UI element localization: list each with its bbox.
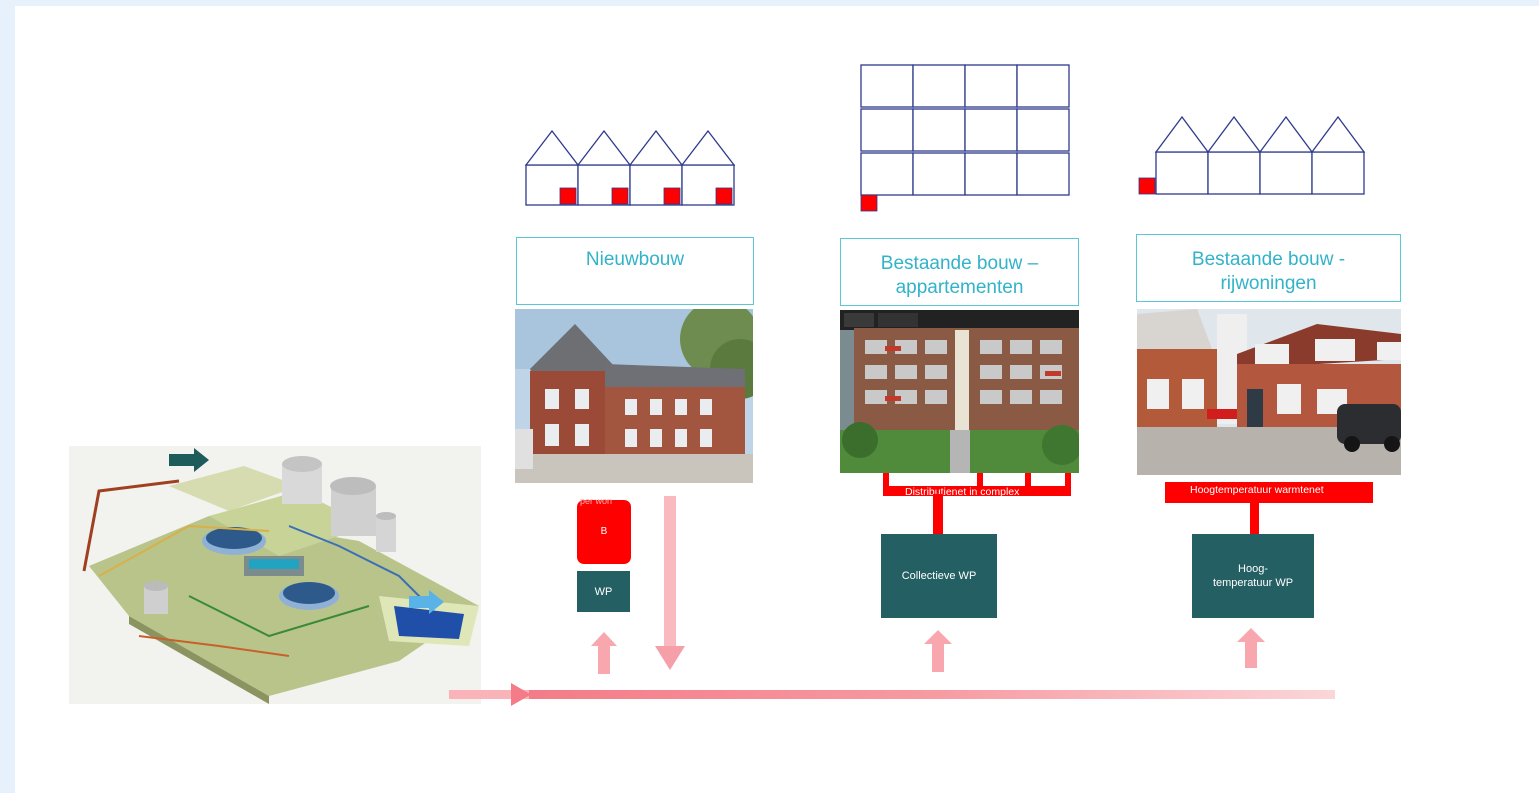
slide: Nieuwbouw per won B WP <box>15 6 1539 793</box>
arrow-up-appartementen <box>924 630 952 672</box>
distribution-riser-2 <box>977 473 983 491</box>
label-rijwoningen: Bestaande bouw - rijwoningen <box>1136 234 1401 302</box>
heatpump-individual: WP <box>577 571 630 612</box>
apartment-block <box>860 64 1070 212</box>
distribution-stem <box>933 494 943 534</box>
label-rijwoningen-line1: Bestaande bouw - <box>1191 249 1346 270</box>
heatpump-high-temp: Hoog- temperatuur WP <box>1192 534 1314 618</box>
arrow-up-rijwoningen <box>1237 628 1265 668</box>
label-nieuwbouw-text: Nieuwbouw <box>585 249 685 270</box>
distribution-network-label: Distributienet in complex <box>905 486 1020 498</box>
heatpump-high-temp-line2: temperatuur WP <box>1212 577 1294 589</box>
distribution-riser-1 <box>883 473 889 491</box>
heat-transport-arrow <box>449 683 1335 706</box>
label-appartementen-line1: Bestaande bouw – <box>880 253 1039 274</box>
heatpump-high-temp-line1: Hoog- <box>1238 563 1268 575</box>
boiler-label: B <box>600 526 608 537</box>
distribution-riser-3 <box>1025 473 1031 491</box>
photo-appartementen <box>840 310 1079 473</box>
distribution-network-bar <box>883 486 1071 496</box>
label-nieuwbouw: Nieuwbouw <box>516 237 754 305</box>
arrow-up-nieuwbouw <box>591 632 617 674</box>
houses-row-individual <box>525 130 736 206</box>
wastewater-plant-illustration <box>69 446 481 704</box>
heatpump-collective: Collectieve WP <box>881 534 997 618</box>
label-appartementen-line2: appartementen <box>895 277 1024 298</box>
photo-rijwoningen <box>1137 309 1401 475</box>
label-appartementen: Bestaande bouw – appartementen <box>840 238 1079 306</box>
high-temp-stem <box>1250 501 1259 534</box>
photo-nieuwbouw <box>515 309 753 483</box>
houses-row-collective <box>1138 116 1366 195</box>
boiler-hidden-text: per won <box>580 496 613 506</box>
high-temp-network-bar <box>1165 482 1373 503</box>
high-temp-network-label: Hoogtemperatuur warmtenet <box>1190 484 1324 496</box>
distribution-riser-4 <box>1065 473 1071 491</box>
label-rijwoningen-line2: rijwoningen <box>1220 273 1317 294</box>
heatpump-individual-label: WP <box>594 585 613 598</box>
arrow-down-return <box>655 496 685 670</box>
boiler-unit: per won B <box>577 496 631 564</box>
heatpump-collective-label: Collectieve WP <box>901 570 977 582</box>
